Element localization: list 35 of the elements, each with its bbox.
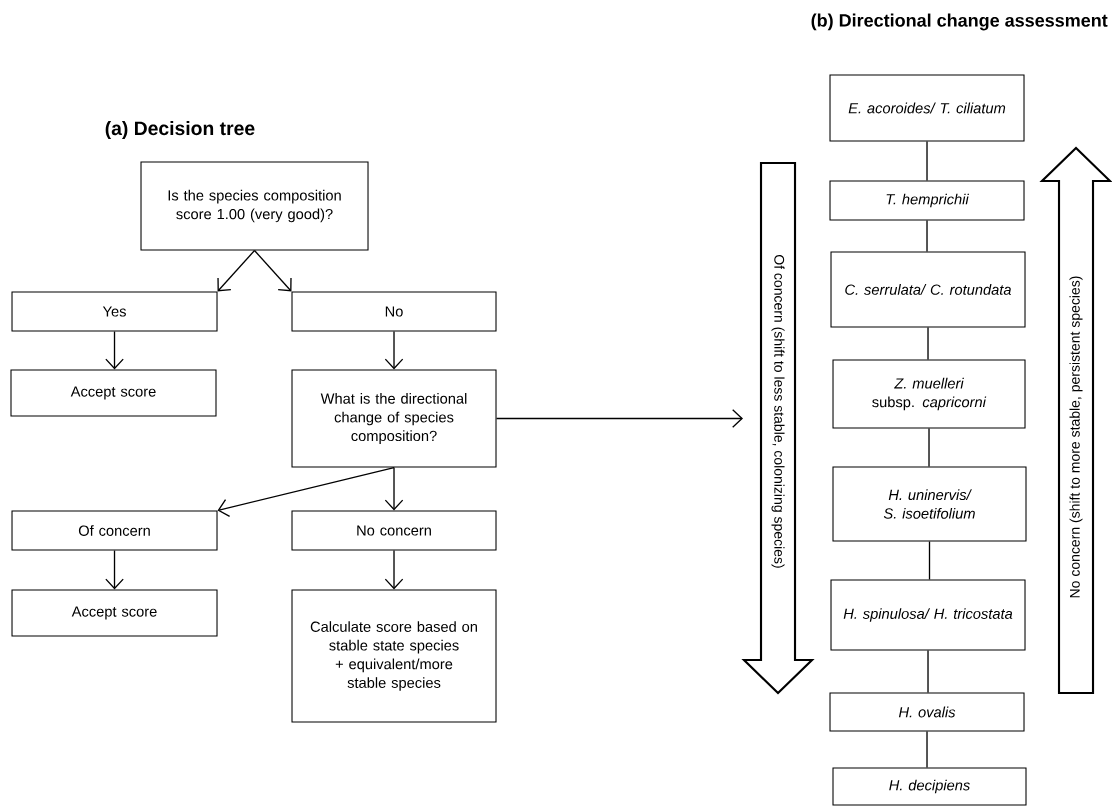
process-box: C. serrulata/ C. rotundata bbox=[830, 251, 1026, 328]
connector-line bbox=[928, 540, 931, 581]
process-box: T. hemprichii bbox=[829, 180, 1025, 221]
process-box: Z. muelleri subsp. capricorni bbox=[832, 359, 1026, 429]
panel-heading: (a) Decision tree bbox=[105, 121, 255, 139]
arrow bbox=[495, 409, 743, 428]
process-box: Calculate score based on stable state species + equivalent/more stable species bbox=[291, 589, 497, 723]
process-box: E. acoroides/ T. ciliatum bbox=[829, 74, 1025, 142]
process-box: H. uninervis/ S. isoetifolium bbox=[832, 466, 1027, 542]
connector-line bbox=[927, 326, 929, 361]
process-box: What is the directional change of species composition? bbox=[291, 369, 497, 468]
arrow bbox=[384, 549, 404, 590]
process-box: H. ovalis bbox=[829, 692, 1025, 732]
process-box: No bbox=[291, 291, 497, 332]
arrow bbox=[253, 249, 292, 292]
connector-line bbox=[926, 219, 928, 253]
connector-line bbox=[928, 427, 930, 468]
process-box: Accept score bbox=[10, 369, 217, 417]
process-box: Is the species composition score 1.00 (very good)? bbox=[140, 161, 369, 251]
process-box: Accept score bbox=[11, 589, 218, 637]
connector-line bbox=[927, 649, 929, 694]
panel-heading: (b) Directional change assessment bbox=[811, 13, 1108, 31]
arrow bbox=[105, 549, 124, 590]
arrow bbox=[384, 330, 404, 370]
process-box: H. decipiens bbox=[832, 767, 1027, 806]
arrow bbox=[105, 330, 124, 370]
arrow bbox=[217, 466, 395, 518]
process-box: Yes bbox=[11, 291, 218, 332]
connector-line bbox=[926, 140, 928, 182]
process-box: No concern bbox=[291, 510, 497, 551]
process-box: Of concern bbox=[11, 510, 218, 551]
arrow bbox=[384, 466, 404, 511]
arrow bbox=[217, 249, 256, 292]
connector-line bbox=[926, 730, 928, 769]
process-box: H. spinulosa/ H. tricostata bbox=[830, 579, 1026, 651]
